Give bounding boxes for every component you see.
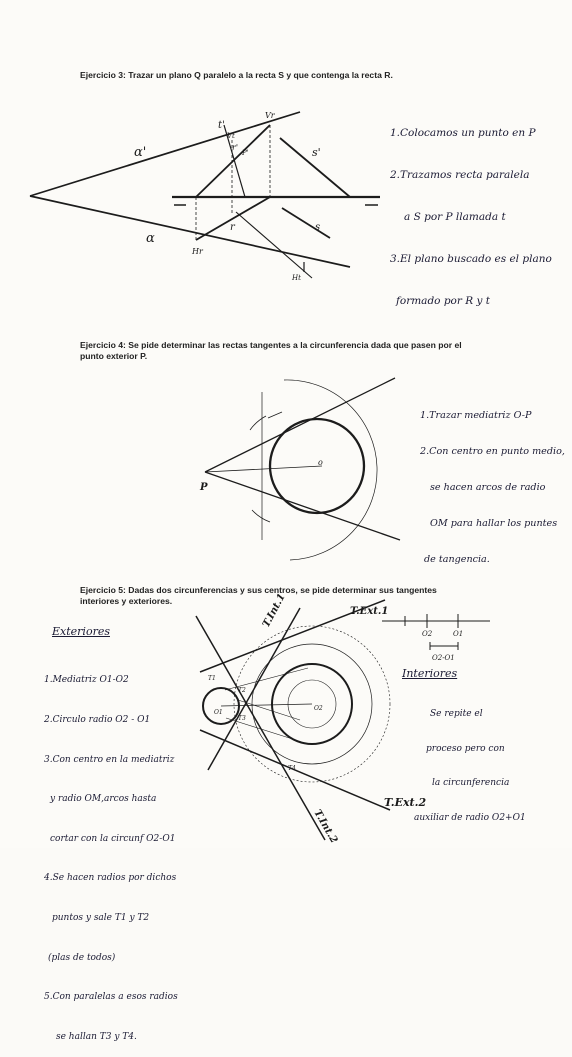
alpha1-trace — [29, 111, 301, 197]
ex4-title-line: Ejercicio 4: Se pide determinar las rect… — [80, 340, 462, 350]
ex4-notes: 1.Trazar mediatriz O-P 2.Con centro en p… — [420, 386, 565, 578]
ex5-interiores-title: Interiores — [402, 667, 458, 680]
t3-label: T3 — [238, 715, 246, 722]
drawings: α' α Vr Vt t' r' P' s' r s Hr Ht P o — [29, 111, 490, 845]
alpha1-label: α' — [134, 145, 146, 160]
r-label: r — [230, 222, 236, 233]
tint1-label: T.Int.1 — [261, 592, 288, 630]
ex3-note: formado por R y t — [396, 295, 490, 307]
tangency-mark — [267, 411, 283, 419]
paper-sheet — [0, 0, 572, 848]
ex5-int-note: proceso pero con — [426, 743, 505, 754]
text2-label: T.Ext.2 — [384, 796, 426, 809]
arc-mark — [249, 415, 267, 431]
t-line — [235, 211, 313, 279]
aux-circle — [233, 625, 391, 783]
ex3-note: 1.Colocamos un punto en P — [390, 127, 536, 139]
radius-line — [224, 667, 309, 691]
ex5-interiores-notes: Se repite el proceso pero con la circunf… — [414, 686, 526, 836]
ex5-ext-note: 5.Con paralelas a esos radios — [44, 992, 178, 1003]
ex5-title-line: interiores y exteriores. — [80, 596, 173, 606]
tangent-ext-2 — [199, 729, 391, 811]
ht-label: Ht — [291, 274, 301, 282]
text1-label: T.Ext.1 — [350, 606, 388, 617]
ex5-ext-note: cortar con la circunf O2-O1 — [50, 833, 176, 844]
ex5-ext-note: 4.Se hacen radios por dichos — [44, 873, 177, 884]
s-label: s — [315, 222, 320, 233]
ex4-note: OM para hallar los puntes — [430, 518, 558, 529]
scale-o2-label: O2 — [422, 630, 433, 638]
t2-label: T2 — [238, 687, 246, 694]
op-segment — [204, 465, 323, 473]
alpha-label: α — [146, 231, 155, 246]
ex4-note: de tangencia. — [424, 554, 490, 565]
ex3-title: Ejercicio 3: Trazar un plano Q paralelo … — [80, 70, 393, 80]
given-circle — [268, 417, 366, 515]
aux-circle — [251, 643, 373, 765]
radius-line — [225, 717, 303, 743]
t1-label: t' — [218, 120, 225, 131]
tangent-int-1 — [207, 607, 301, 771]
o2-label: O2 — [314, 705, 323, 712]
o1-label: O1 — [214, 709, 223, 716]
tangent-int-2 — [195, 615, 326, 841]
radius-line — [237, 699, 301, 721]
ex5-ext-note: 2.Circulo radio O2 - O1 — [44, 715, 151, 726]
r1-label: r' — [232, 143, 238, 152]
r1-line — [195, 124, 271, 198]
ex4-note: 1.Trazar mediatriz O-P — [420, 410, 532, 421]
ex5-ext-note: se hallan T3 y T4. — [56, 1031, 137, 1042]
ex5-ext-note: 3.Con centro en la mediatriz — [44, 754, 175, 765]
p1-label: P' — [241, 149, 249, 157]
ex3-note: 2.Trazamos recta paralela — [390, 169, 530, 181]
s-line — [281, 207, 331, 239]
ex5-exteriores-title: Exteriores — [52, 625, 110, 638]
scale-o1-label: O1 — [453, 630, 463, 638]
hr-label: Hr — [191, 247, 204, 256]
ex4-title-line: punto exterior P. — [80, 351, 148, 361]
ex5-ext-note: y radio OM,arcos hasta — [50, 794, 157, 805]
aux-circle — [287, 679, 337, 729]
ex3-note: 3.El plano buscado es el plano — [390, 253, 552, 265]
t1-line — [223, 124, 246, 198]
center-line — [220, 703, 313, 707]
alpha-trace — [29, 195, 351, 268]
tangent-upper — [204, 377, 396, 473]
ex3-notes: 1.Colocamos un punto en P 2.Trazamos rec… — [390, 98, 552, 322]
vr-label: Vr — [265, 111, 276, 120]
ex5-ext-note: 1.Mediatriz O1-O2 — [44, 675, 129, 686]
ex5-title: Ejercicio 5: Dadas dos circunferencias y… — [80, 585, 437, 607]
p-label: P — [199, 482, 208, 493]
ex4-note: se hacen arcos de radio — [430, 482, 546, 493]
ex4-title: Ejercicio 4: Se pide determinar las rect… — [80, 340, 462, 362]
ex5-ext-note: puntos y sale T1 y T2 — [52, 913, 150, 924]
o-label: o — [318, 458, 323, 467]
t4-label: T4 — [288, 765, 296, 772]
ex5-title-line: Ejercicio 5: Dadas dos circunferencias y… — [80, 585, 437, 595]
ex3-diagram: α' α Vr Vt t' r' P' s' r s Hr Ht — [29, 111, 380, 282]
ex5-ext-note: (plas de todos) — [48, 952, 116, 963]
aux-arc — [283, 379, 378, 561]
arc-mark — [251, 509, 271, 523]
ex5-int-note: la circunferencia — [432, 778, 510, 788]
s1-label: s' — [312, 146, 321, 159]
r-line — [195, 196, 271, 241]
ex5-int-note: Se repite el — [430, 709, 483, 719]
ex4-diagram: P o — [199, 377, 401, 561]
tangent-ext-1 — [199, 599, 386, 673]
ex3-note: a S por P llamada t — [404, 211, 506, 223]
tangent-lower — [204, 471, 401, 541]
ex4-note: 2.Con centro en punto medio, — [420, 446, 565, 457]
scale-diff-label: O2-O1 — [432, 654, 455, 662]
ex5-diagram: T.Int.1 T.Ext.1 T.Ext.2 T.Int.2 O1 O2 T1… — [195, 592, 490, 845]
t1-label: T1 — [208, 675, 216, 682]
s1-line — [279, 137, 351, 198]
circle-o2 — [271, 663, 353, 745]
vt-label: Vt — [227, 132, 235, 140]
ex5-int-note: auxiliar de radio O2+O1 — [414, 812, 526, 823]
